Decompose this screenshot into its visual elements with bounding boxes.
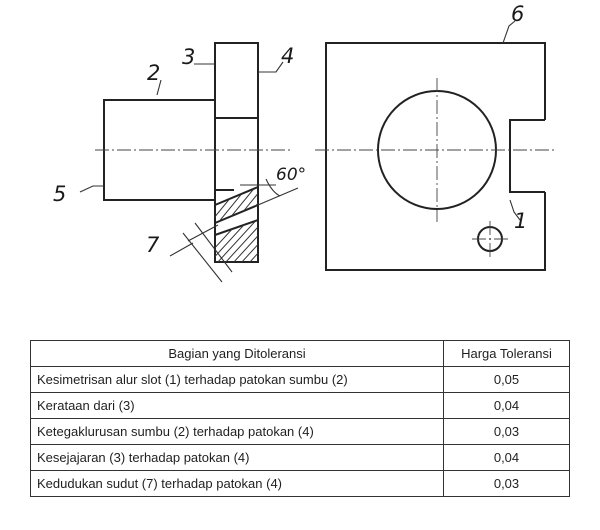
table-row: Kesejajaran (3) terhadap patokan (4) 0,0…	[30, 444, 570, 471]
table-row: Ketegaklurusan sumbu (2) terhadap patoka…	[30, 418, 570, 445]
cell-part: Kesimetrisan alur slot (1) terhadap pato…	[30, 366, 444, 393]
cell-part: Kedudukan sudut (7) terhadap patokan (4)	[30, 470, 444, 497]
leader-lines	[79, 20, 521, 221]
label-7: 7	[146, 233, 160, 257]
cell-tolerance: 0,04	[443, 392, 570, 419]
header-part: Bagian yang Ditoleransi	[30, 340, 444, 367]
table-row: Kerataan dari (3) 0,04	[30, 392, 570, 419]
dimension-7	[169, 222, 233, 283]
tolerance-table: Bagian yang Ditoleransi Harga Toleransi …	[30, 340, 570, 497]
table-header-row: Bagian yang Ditoleransi Harga Toleransi	[30, 340, 570, 367]
angle-label: 60°	[276, 165, 306, 185]
label-3: 3	[182, 45, 195, 69]
technical-drawing: 1 2 3 4 5 6 7 60°	[53, 2, 555, 283]
cell-tolerance: 0,04	[443, 444, 570, 471]
plate-body	[325, 42, 546, 271]
label-6: 6	[511, 2, 524, 26]
cell-tolerance: 0,05	[443, 366, 570, 393]
cell-tolerance: 0,03	[443, 418, 570, 445]
label-2: 2	[147, 61, 160, 85]
cell-tolerance: 0,03	[443, 470, 570, 497]
table-row: Kedudukan sudut (7) terhadap patokan (4)…	[30, 470, 570, 497]
cell-part: Ketegaklurusan sumbu (2) terhadap patoka…	[30, 418, 444, 445]
flange-body	[214, 42, 259, 263]
angle-dimension	[240, 178, 299, 206]
label-5: 5	[53, 182, 66, 206]
plate-centerlines	[315, 78, 555, 257]
cell-part: Kesejajaran (3) terhadap patokan (4)	[30, 444, 444, 471]
header-tolerance: Harga Toleransi	[443, 340, 570, 367]
table-row: Kesimetrisan alur slot (1) terhadap pato…	[30, 366, 570, 393]
label-1: 1	[514, 209, 527, 233]
cell-part: Kerataan dari (3)	[30, 392, 444, 419]
label-4: 4	[281, 44, 294, 68]
